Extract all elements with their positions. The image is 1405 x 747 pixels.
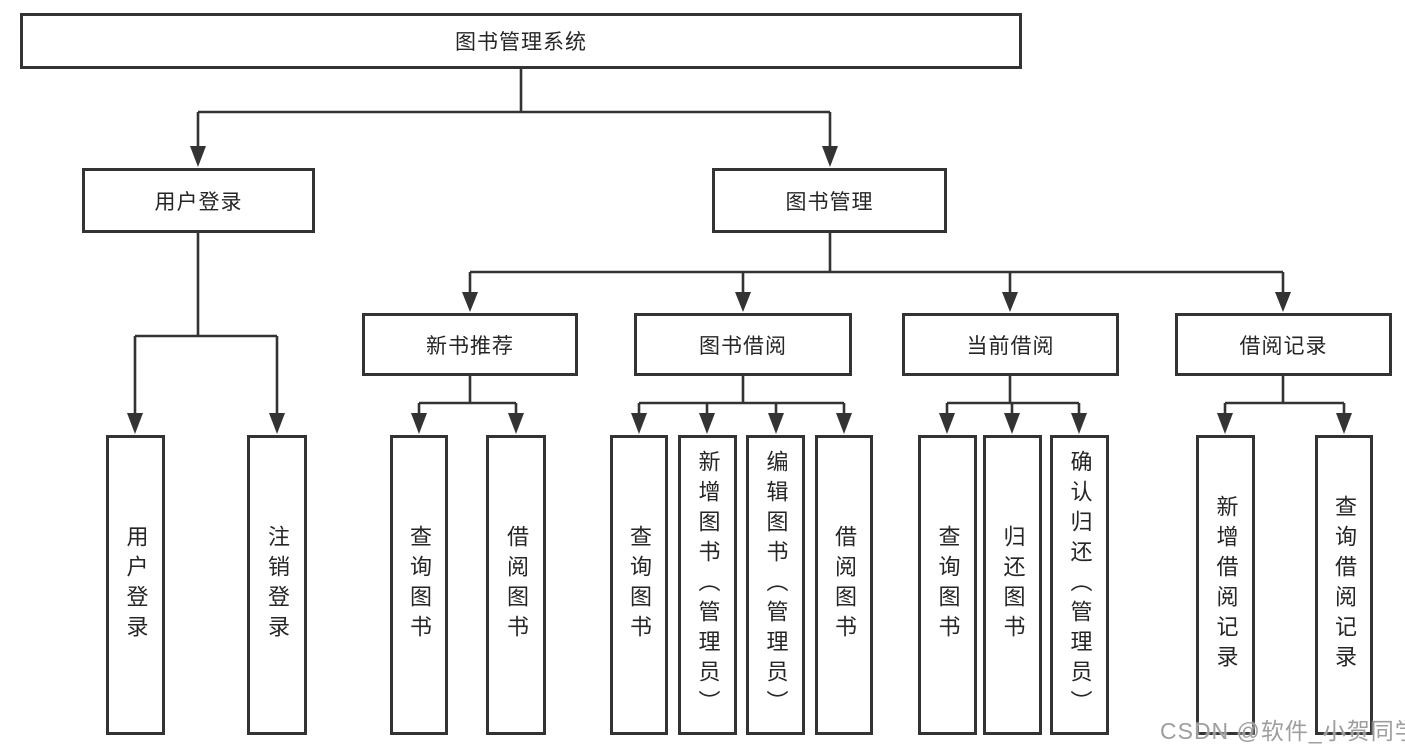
leaf-nbr-borrow-books-label: 借阅图书 — [504, 525, 529, 645]
node-root: 图书管理系统 — [20, 13, 1022, 69]
node-user-login: 用户登录 — [82, 168, 315, 233]
node-book-management: 图书管理 — [712, 168, 947, 233]
leaf-cb-return-books: 归还图书 — [983, 435, 1042, 735]
leaf-br-add-record-label: 新增借阅记录 — [1213, 495, 1239, 675]
leaf-br-add-record: 新增借阅记录 — [1196, 435, 1255, 735]
node-book-borrow-label: 图书借阅 — [699, 334, 787, 358]
node-current-borrow-label: 当前借阅 — [966, 334, 1055, 358]
leaf-bb-add-books-admin-label: 新增图书（管理员） — [695, 450, 721, 720]
leaf-cb-return-books-label: 归还图书 — [1000, 525, 1026, 645]
leaf-bb-add-books-admin: 新增图书（管理员） — [678, 435, 737, 735]
node-book-borrow: 图书借阅 — [634, 313, 852, 376]
leaf-user-login-label: 用户登录 — [123, 525, 149, 645]
leaf-br-query-record: 查询借阅记录 — [1315, 435, 1373, 735]
leaf-bb-edit-books-admin-label: 编辑图书（管理员） — [763, 450, 789, 720]
node-user-login-label: 用户登录 — [154, 190, 243, 214]
leaf-cb-confirm-return-admin: 确认归还（管理员） — [1050, 435, 1109, 735]
node-root-label: 图书管理系统 — [455, 31, 587, 54]
leaf-cb-query-books: 查询图书 — [918, 435, 977, 735]
node-borrow-record-label: 借阅记录 — [1239, 334, 1328, 358]
leaf-bb-borrow-books-label: 借阅图书 — [832, 525, 857, 645]
leaf-logout-label: 注销登录 — [265, 525, 290, 645]
leaf-bb-borrow-books: 借阅图书 — [815, 435, 873, 735]
leaf-br-query-record-label: 查询借阅记录 — [1332, 495, 1357, 675]
leaf-cb-query-books-label: 查询图书 — [935, 525, 961, 645]
leaf-nbr-query-books: 查询图书 — [390, 435, 448, 735]
leaf-nbr-query-books-label: 查询图书 — [407, 525, 432, 645]
node-new-book-recommend-label: 新书推荐 — [426, 334, 514, 358]
leaf-cb-confirm-return-admin-label: 确认归还（管理员） — [1067, 450, 1093, 720]
leaf-bb-query-books-label: 查询图书 — [627, 525, 652, 645]
node-new-book-recommend: 新书推荐 — [362, 313, 578, 376]
arrowhead-icons — [127, 146, 1352, 434]
node-borrow-record: 借阅记录 — [1175, 313, 1392, 376]
csdn-watermark: CSDN @软件_小贺同学 — [1160, 718, 1405, 744]
leaf-bb-edit-books-admin: 编辑图书（管理员） — [746, 435, 805, 735]
leaf-nbr-borrow-books: 借阅图书 — [486, 435, 546, 735]
node-current-borrow: 当前借阅 — [902, 313, 1119, 376]
leaf-logout: 注销登录 — [247, 435, 307, 735]
leaf-user-login: 用户登录 — [106, 435, 165, 735]
node-book-management-label: 图书管理 — [785, 190, 874, 214]
leaf-bb-query-books: 查询图书 — [610, 435, 668, 735]
